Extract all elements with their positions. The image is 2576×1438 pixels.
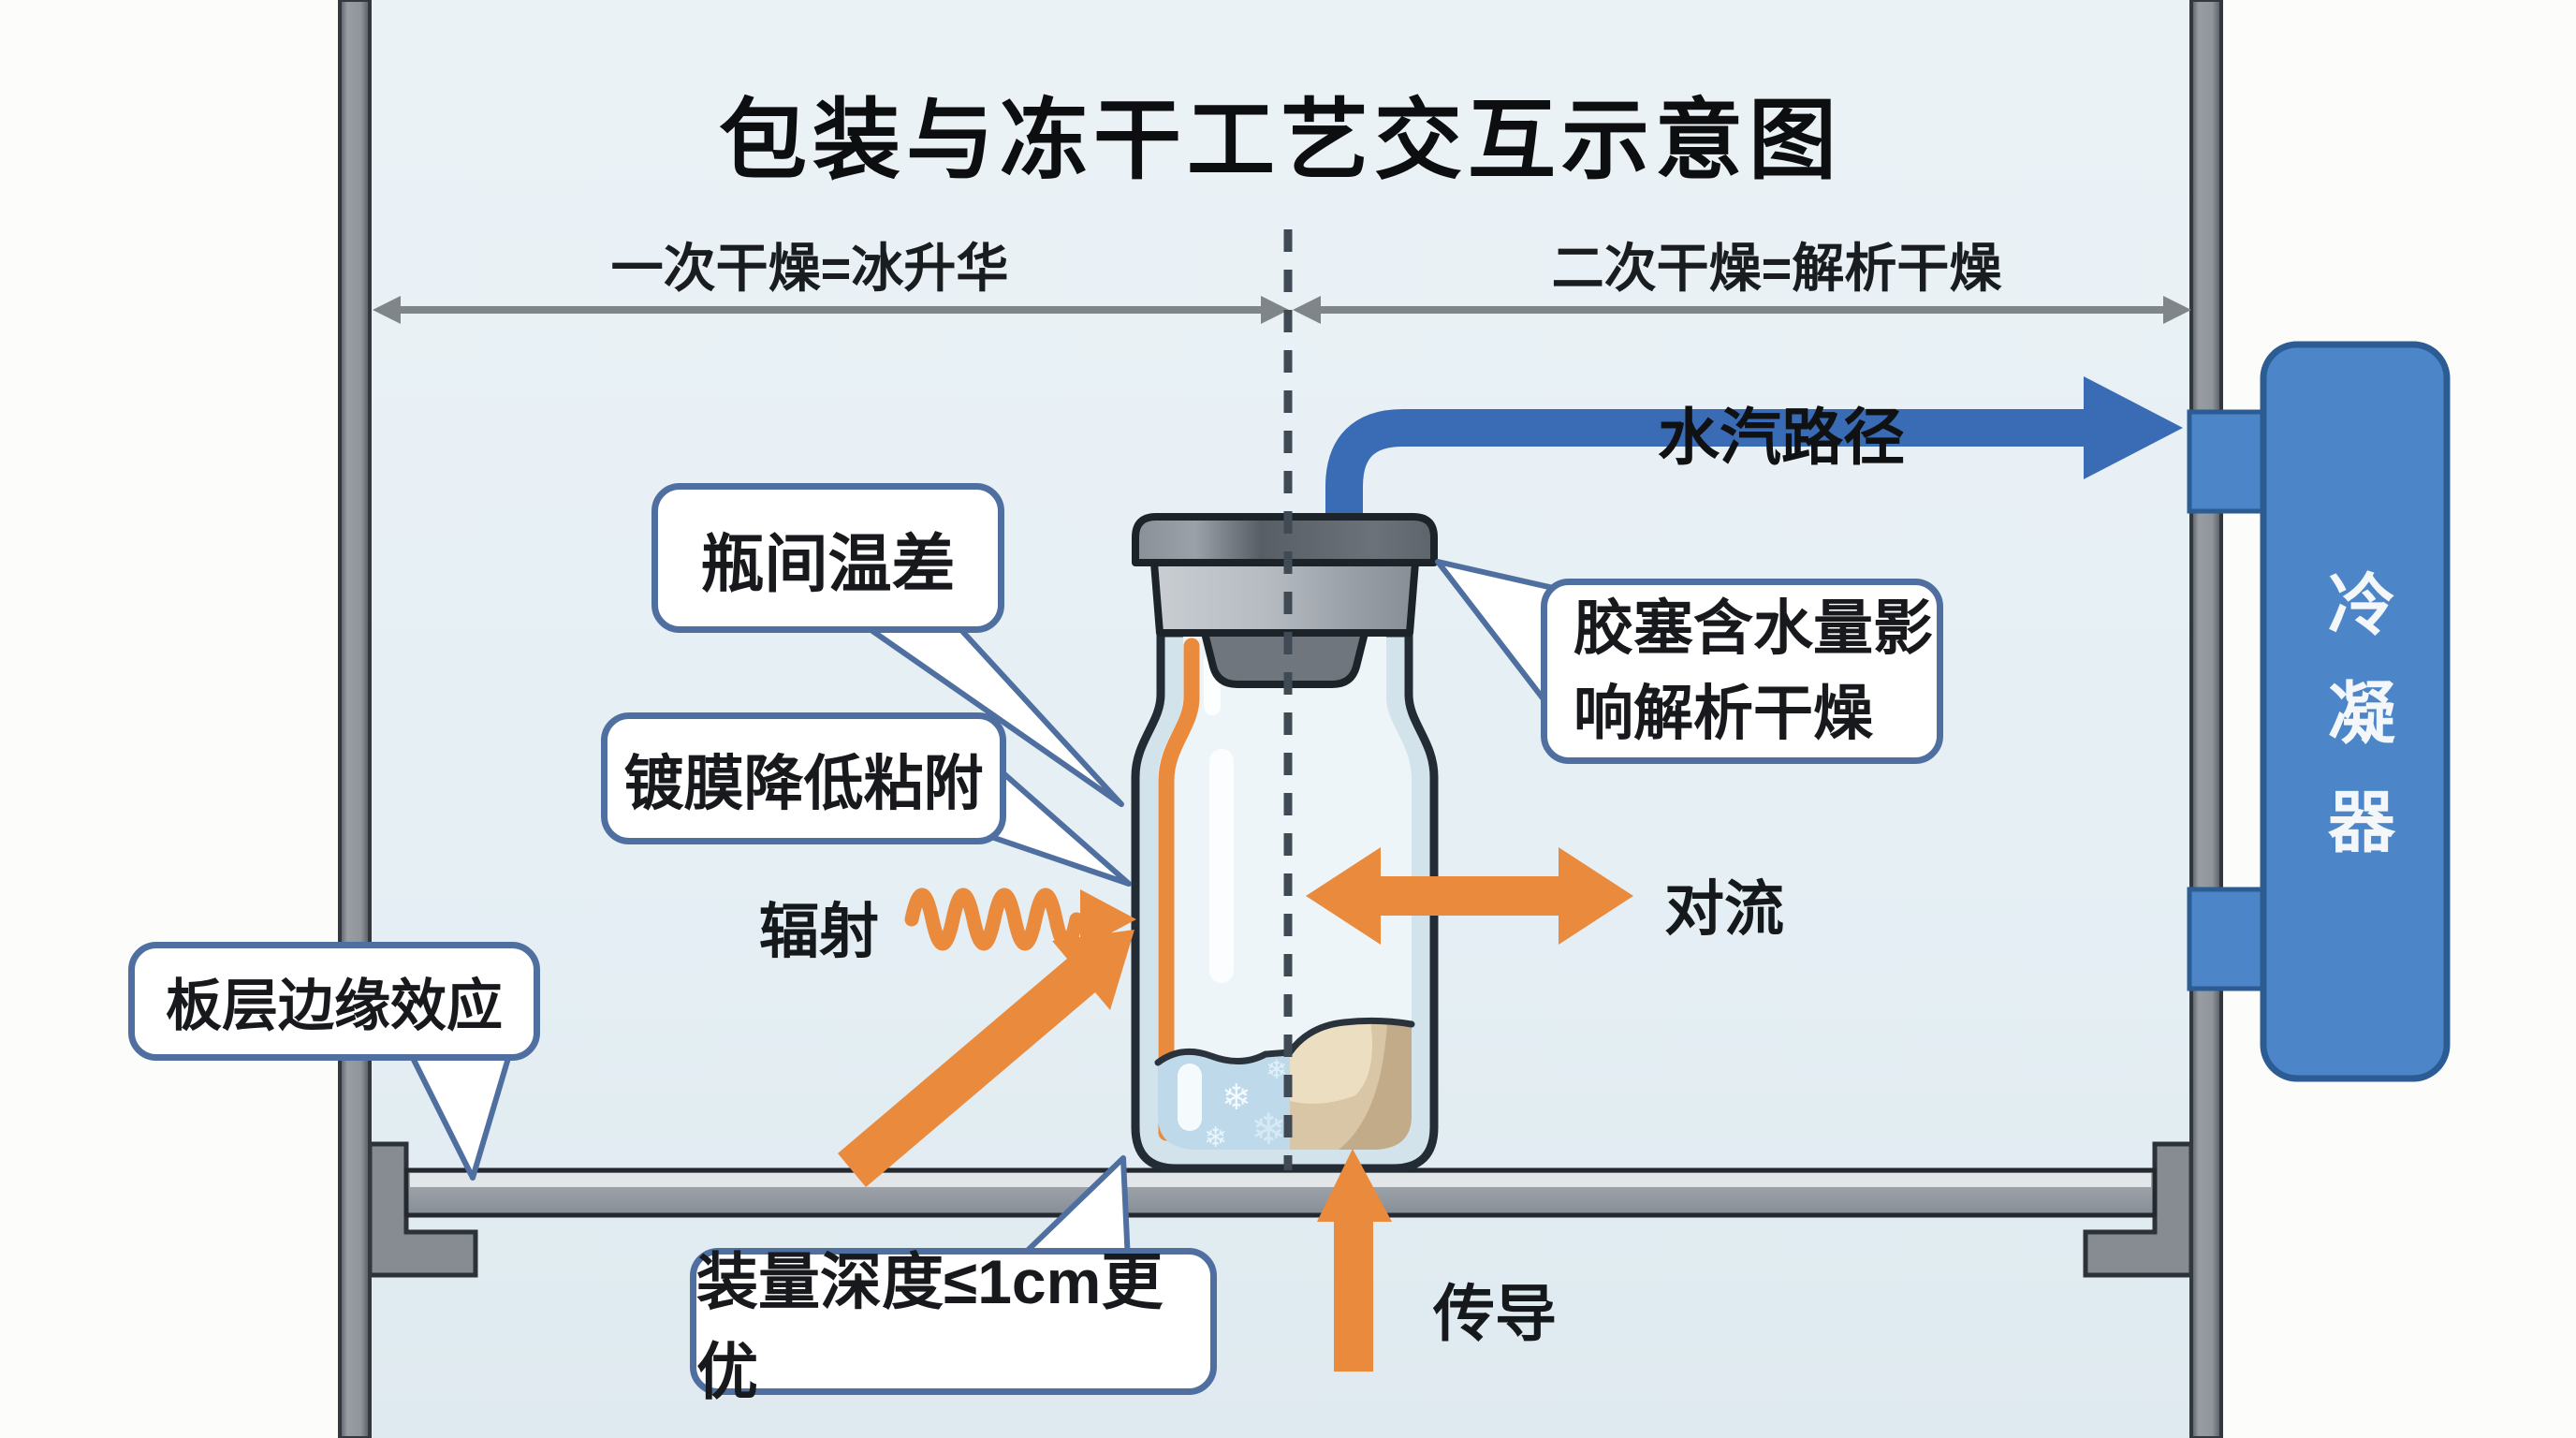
condenser-duct-bottom xyxy=(2187,887,2267,991)
callout-coating: 镀膜降低粘附 xyxy=(601,712,1006,844)
secondary-drying-span-arrow xyxy=(1293,296,2191,324)
callout-vial-temp-diff: 瓶间温差 xyxy=(651,483,1004,633)
chamber-wall-left xyxy=(338,0,372,1438)
snowflake-icon: ❄ xyxy=(1251,1105,1287,1153)
callout-fill-depth-text: 装量深度≤1cm更优 xyxy=(696,1246,1164,1406)
callout-coating-text: 镀膜降低粘附 xyxy=(623,749,984,817)
primary-drying-label: 一次干燥=冰升华 xyxy=(610,239,1009,298)
primary-drying-span-arrow xyxy=(373,296,1289,324)
glass-highlight-body xyxy=(1209,749,1234,983)
dried-cake-highlight xyxy=(1290,1020,1372,1104)
snowflake-icon: ❄ xyxy=(1222,1078,1251,1118)
chamber-wall-right xyxy=(2189,0,2223,1438)
shelf-top-highlight xyxy=(410,1173,2151,1187)
snowflake-icon: ❄ xyxy=(1266,1055,1287,1084)
callout-stopper-moisture: 胶塞含水量影 响解析干燥 xyxy=(1541,579,1943,764)
callout-vial-temp-diff-text: 瓶间温差 xyxy=(700,528,956,600)
radiation-label: 辐射 xyxy=(759,898,879,965)
diagram-title: 包装与冻干工艺交互示意图 xyxy=(718,91,1842,189)
conduction-arrow xyxy=(1317,1149,1392,1372)
condenser-duct-top xyxy=(2187,409,2267,514)
stopper-flange xyxy=(1132,513,1438,566)
snowflake-icon: ❄ xyxy=(1204,1123,1227,1153)
vapor-arrowhead-icon xyxy=(2084,376,2183,479)
callout-stopper-moisture-line2: 响解析干燥 xyxy=(1573,680,1873,747)
frozen-fill-highlight xyxy=(1178,1064,1202,1131)
convection-label: 对流 xyxy=(1664,875,1784,943)
callout-shelf-edge-effect-text: 板层边缘效应 xyxy=(166,975,503,1037)
vapor-path-label: 水汽路径 xyxy=(1658,403,1905,472)
radiation-wave-icon xyxy=(904,888,1084,951)
callout-stopper-moisture-line1: 胶塞含水量影 xyxy=(1573,594,1933,663)
secondary-drying-label: 二次干燥=解析干燥 xyxy=(1551,239,2002,298)
vial-coating-stripe xyxy=(1158,638,1200,1141)
conduction-label: 传导 xyxy=(1433,1279,1557,1348)
callout-fill-depth: 装量深度≤1cm更优 xyxy=(690,1247,1217,1406)
radiation-arrowhead-icon xyxy=(1080,889,1136,949)
condenser-box xyxy=(2260,341,2451,1082)
stopper-plug xyxy=(1201,629,1368,688)
shelf-heat-diagonal-arrow xyxy=(838,930,1134,1187)
convection-arrow xyxy=(1306,847,1633,945)
dried-cake-shadow xyxy=(1339,1022,1412,1150)
callout-shelf-edge-effect: 板层边缘效应 xyxy=(128,942,540,1061)
condenser-label: 冷凝器 xyxy=(2317,569,2393,895)
vapor-pipe xyxy=(1325,409,2089,530)
